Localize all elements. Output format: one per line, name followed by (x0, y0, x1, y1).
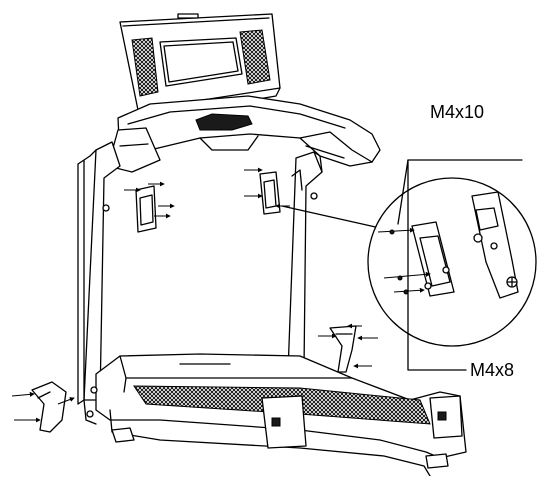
treadmill-base (83, 353, 467, 477)
bolt-icon (86, 410, 94, 418)
detail-leader-line (281, 205, 381, 229)
detail-magnifier (367, 177, 537, 347)
screw-hole-icon (442, 266, 450, 274)
bolt-icon (490, 242, 498, 250)
front-foot (111, 427, 135, 443)
center-control-knob (195, 113, 253, 131)
right-upright (287, 151, 323, 373)
left-speaker-grille (131, 37, 159, 97)
bolt-icon (102, 204, 110, 212)
end-cap-bolt-icon (437, 411, 447, 421)
bolt-icon (473, 233, 483, 243)
end-cap-bolt-icon (271, 417, 281, 427)
handlebar-assembly (107, 95, 381, 173)
screw-hole-icon (424, 282, 432, 290)
bracket-plate-detail (411, 221, 455, 297)
callout-m4x8: M4x8 (470, 360, 514, 380)
callout-leader-m4x10-pointer (397, 159, 409, 225)
right-bracket (244, 167, 290, 215)
rear-foot (425, 453, 449, 469)
left-bracket (124, 181, 175, 233)
right-speaker-grille (239, 29, 271, 85)
callout-leader-m4x10 (407, 159, 523, 371)
left-foot-rail (261, 395, 307, 449)
bolt-icon (90, 386, 98, 394)
right-side-bracket (318, 323, 378, 373)
left-side-cover (11, 381, 75, 433)
callout-m4x10: M4x10 (430, 102, 484, 122)
display-clip-icon (177, 13, 199, 19)
console-display (119, 13, 281, 119)
bolt-icon (310, 192, 318, 200)
